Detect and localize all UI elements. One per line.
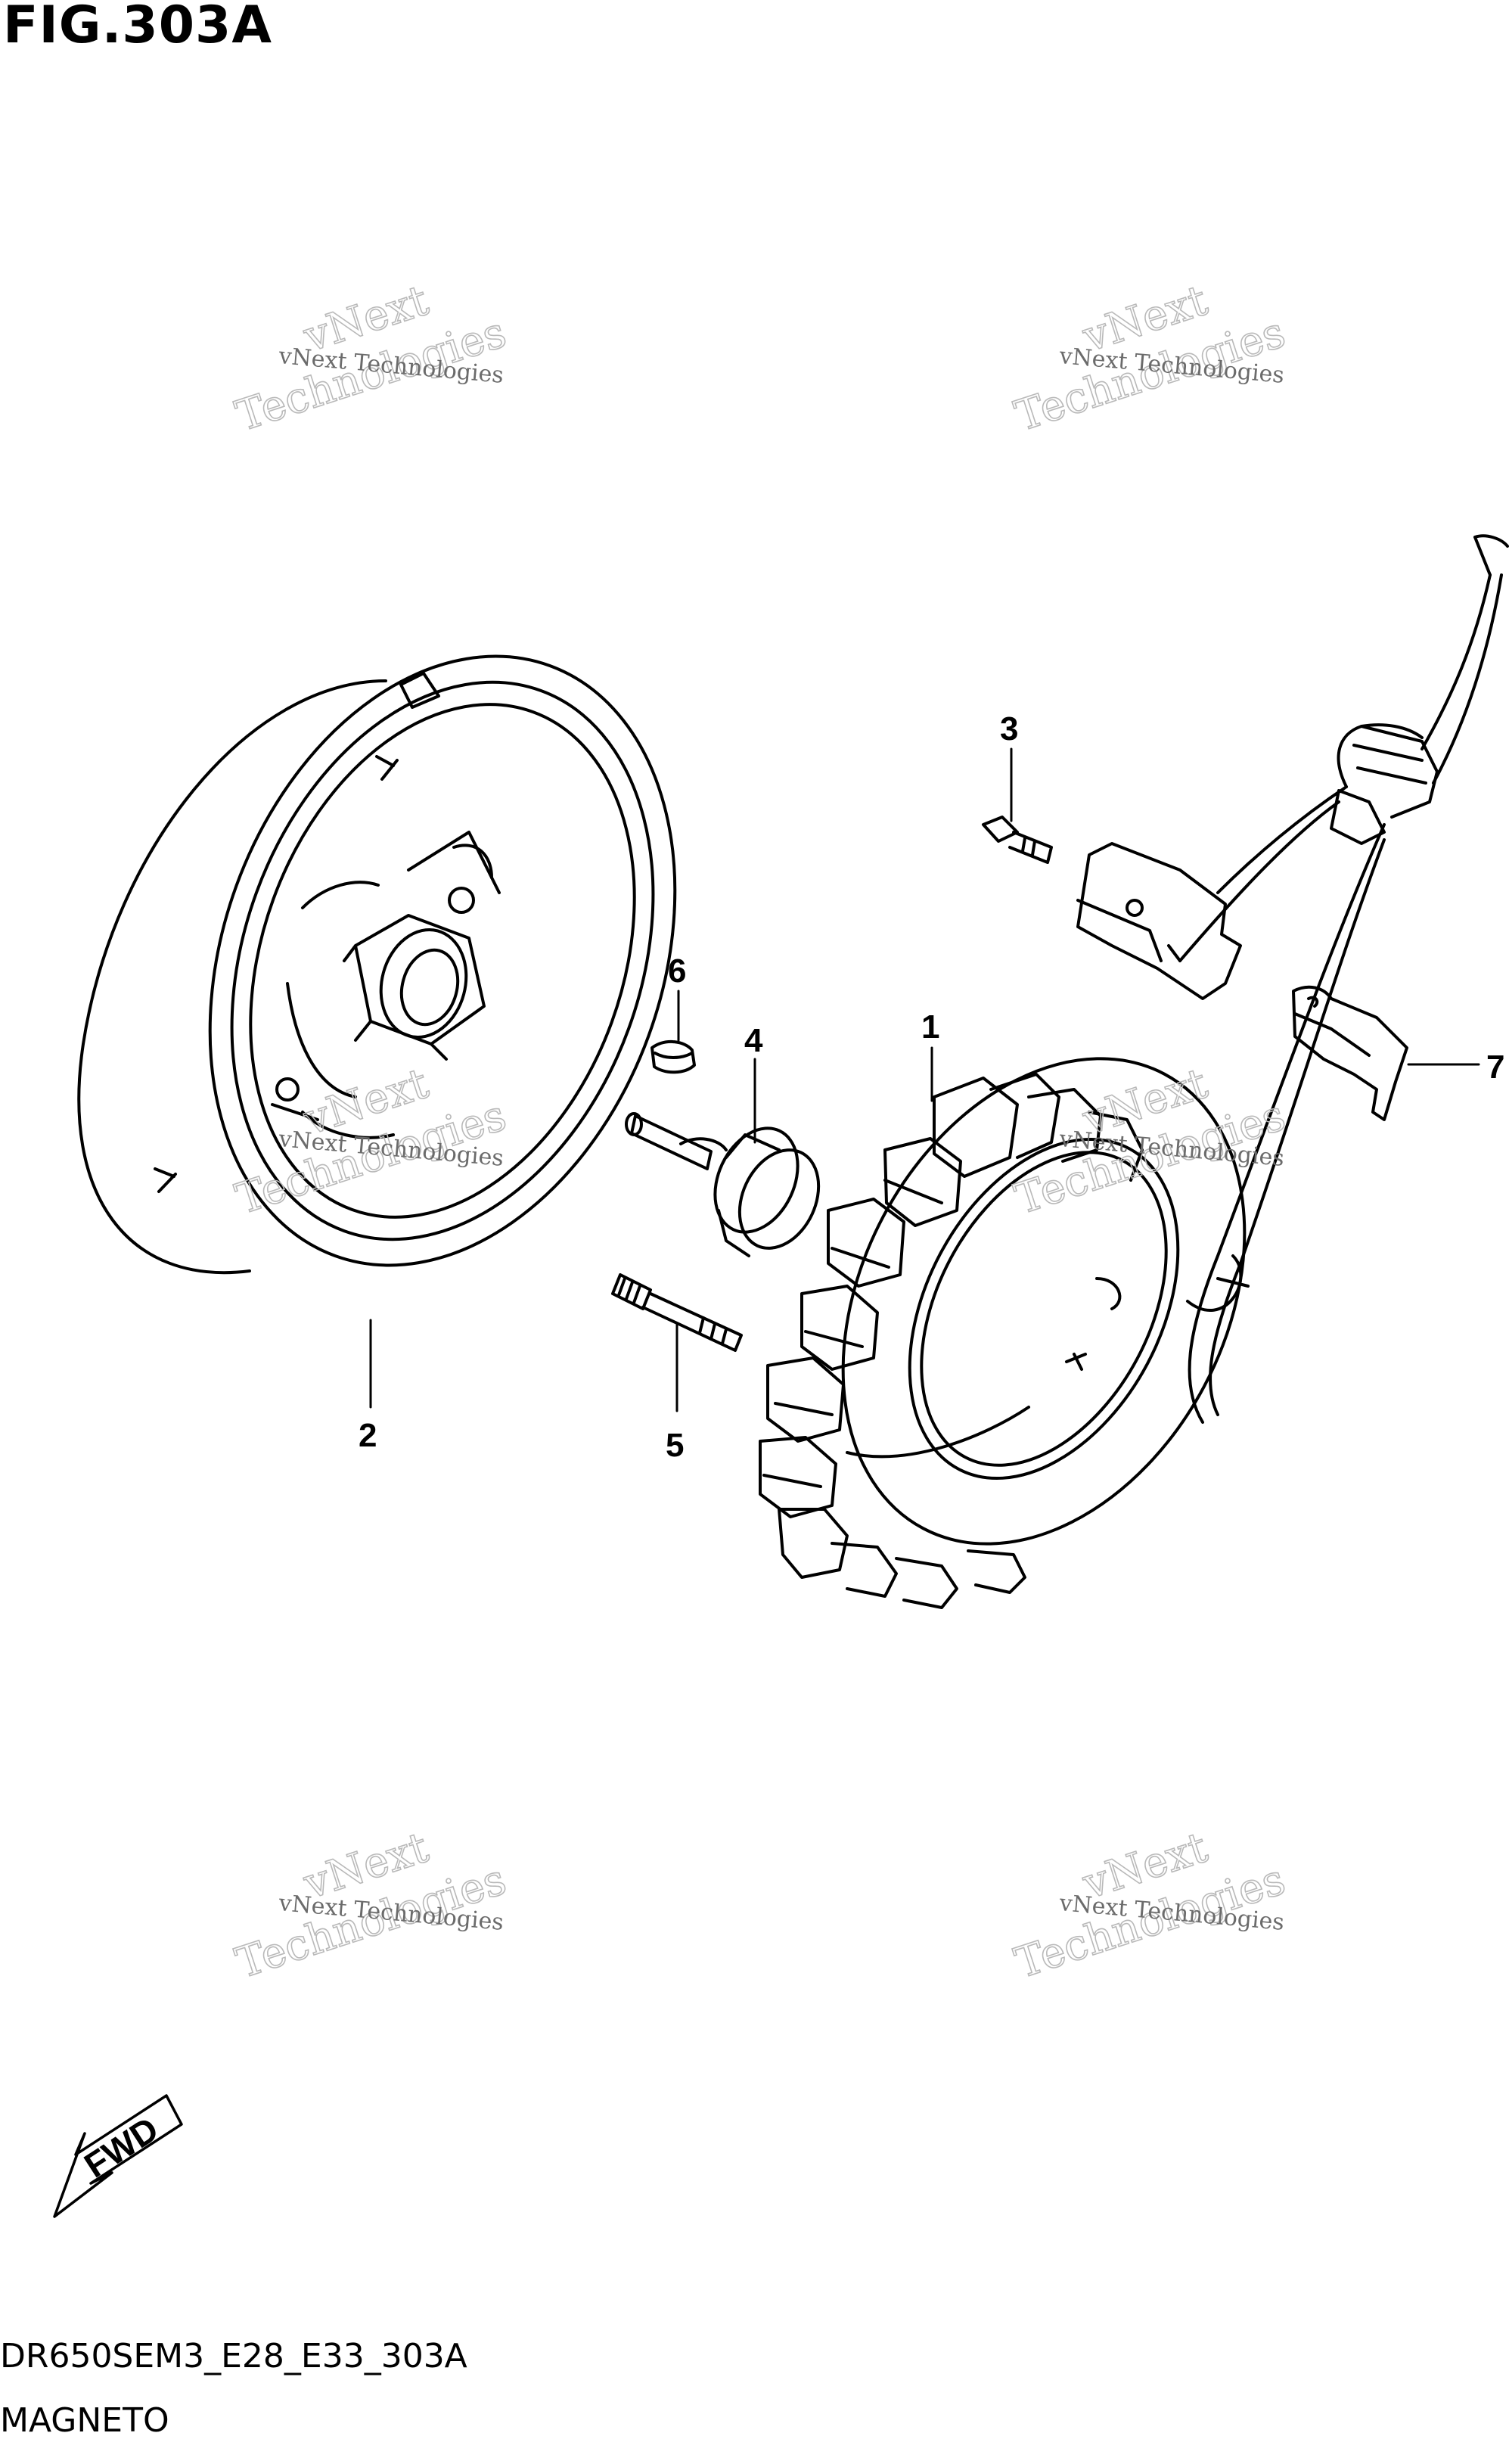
figure-code: DR650SEM3_E28_E33_303A (0, 2337, 467, 2375)
stator-bolt (611, 1273, 743, 1352)
fwd-label: FWD (77, 2109, 165, 2186)
watermark-bottom-left: vNext Technologies vNext Technologies (229, 1822, 512, 1989)
watermark-top-left: vNext Technologies vNext Technologies (229, 275, 512, 442)
wire-harness (1178, 534, 1509, 1424)
watermark-top-right: vNext Technologies vNext Technologies (1008, 275, 1291, 442)
callout-part-2: 2 (359, 1417, 377, 1454)
callout-part-1: 1 (921, 1008, 939, 1046)
stator-coil (759, 1057, 1247, 1609)
forward-direction-arrow (53, 2094, 183, 2218)
pickup-coil (1076, 842, 1242, 1000)
callout-part-3: 3 (1000, 710, 1018, 747)
figure-name: MAGNETO (0, 2401, 169, 2440)
callout-part-6: 6 (668, 952, 686, 990)
callout-part-5: 5 (666, 1427, 684, 1464)
figure-title: FIG.303A (3, 0, 272, 55)
pickup-screw (982, 816, 1053, 864)
callout-part-4: 4 (744, 1022, 763, 1059)
starter-clutch-bolt (625, 1112, 821, 1257)
woodruff-key (650, 1040, 696, 1074)
leader-lines (369, 747, 1480, 1412)
flywheel-rotor (77, 654, 677, 1275)
watermark-bottom-right: vNext Technologies vNext Technologies (1008, 1822, 1291, 1989)
callout-part-7: 7 (1486, 1049, 1504, 1086)
wire-clamp (1292, 985, 1408, 1121)
